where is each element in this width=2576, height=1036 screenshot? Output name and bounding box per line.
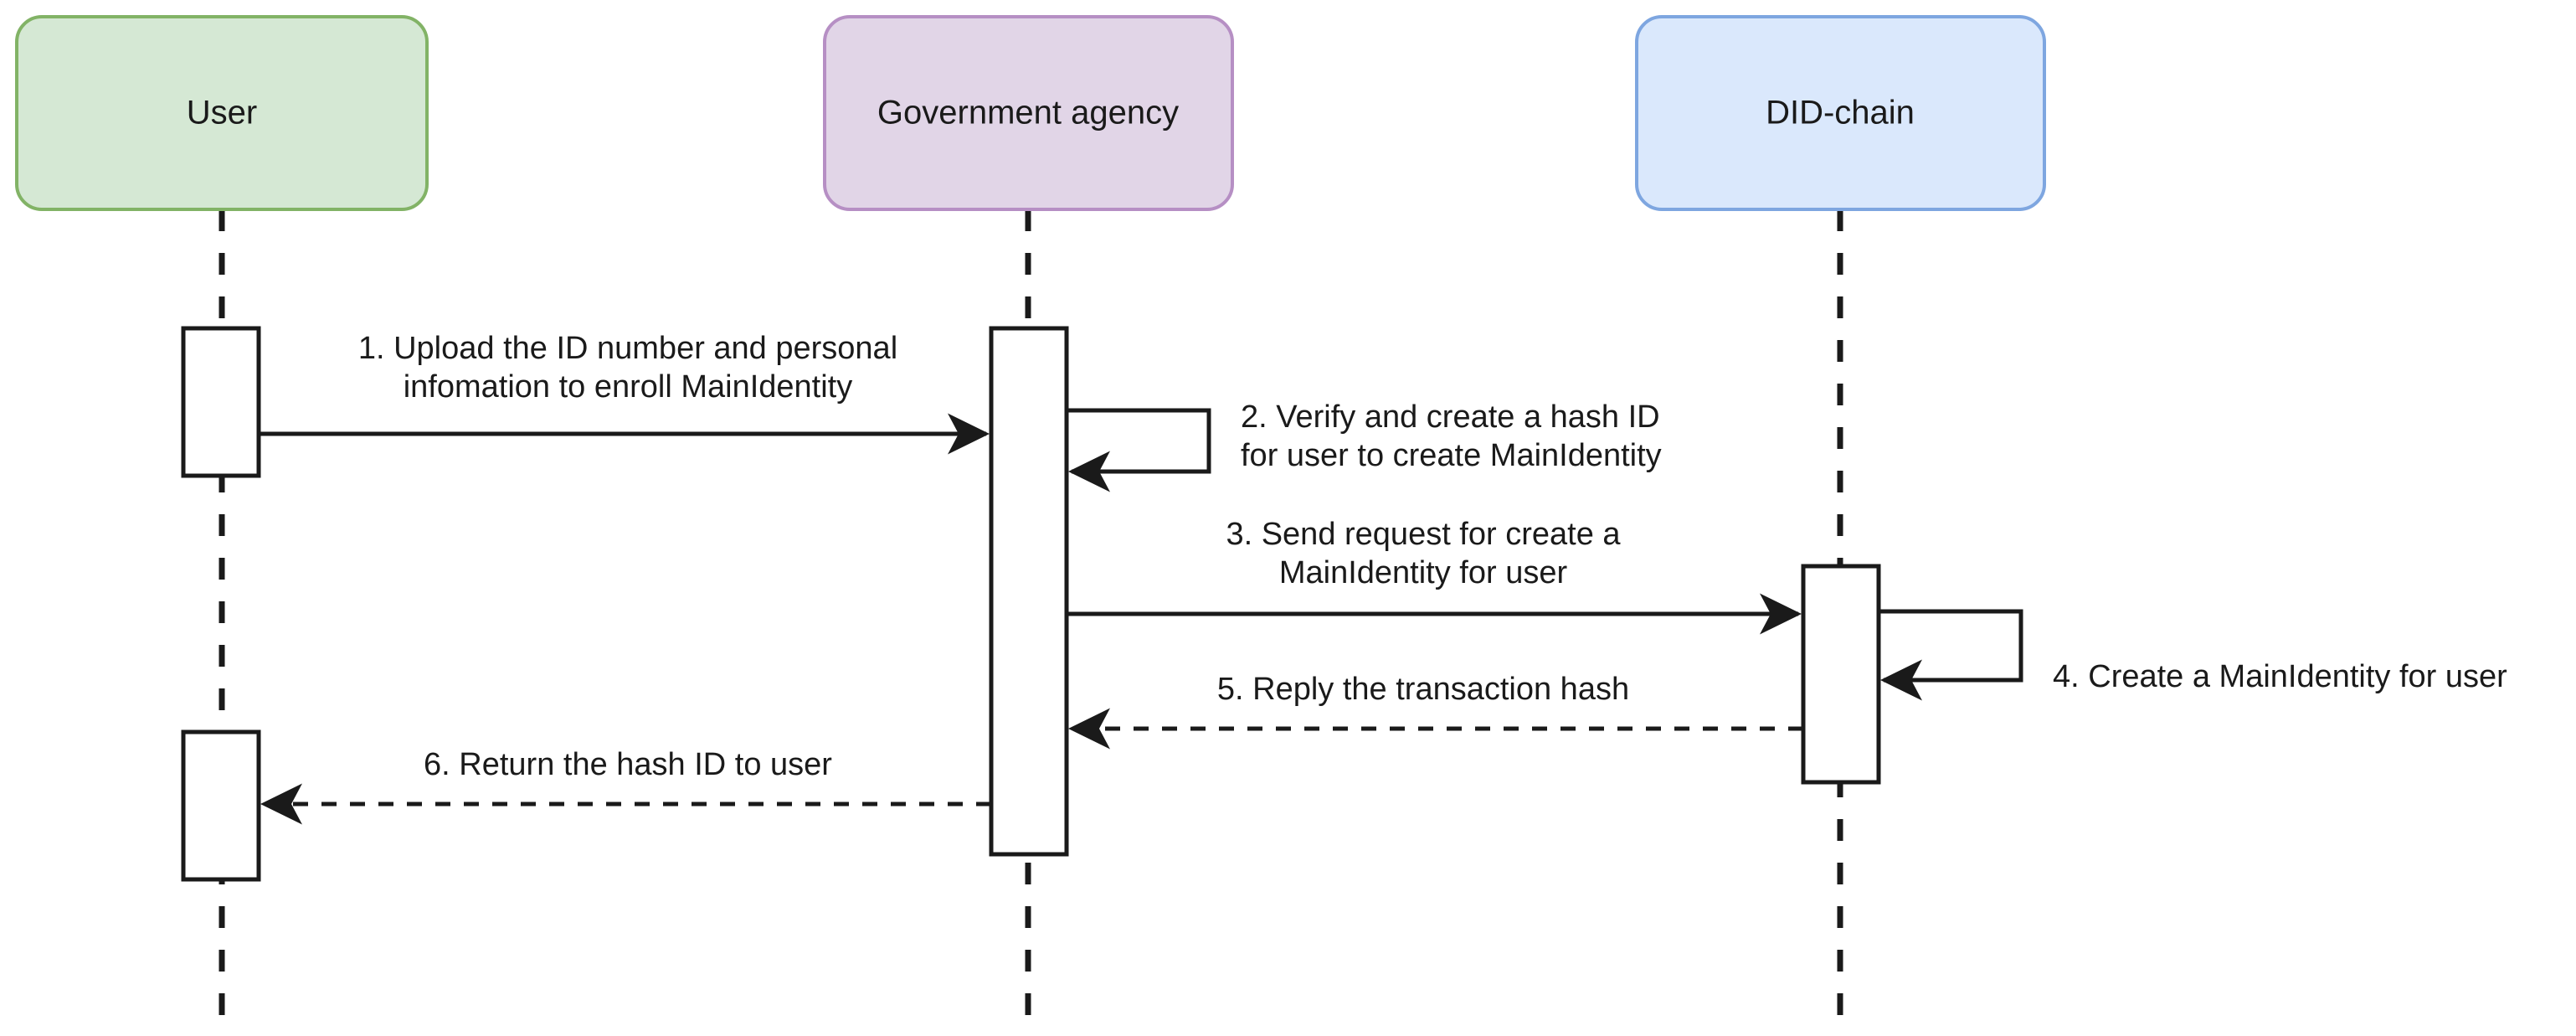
message-msg-return-hash-id[interactable]: 6. Return the hash ID to user [260,747,991,825]
message-label-msg-create-mainidentity-line-1: 4. Create a MainIdentity for user [2053,659,2507,694]
activation-bar-chain-activation[interactable] [1801,564,1881,785]
activation-bars-layer [181,326,1881,882]
message-label-msg-verify-create-hash-line-1: 2. Verify and create a hash ID [1241,399,1660,435]
message-label-msg-send-create-request-line-1: 3. Send request for create a [1226,517,1621,552]
message-msg-reply-transaction-hash[interactable]: 5. Reply the transaction hash [1067,672,1803,750]
message-msg-send-create-request[interactable]: 3. Send request for create aMainIdentity… [1067,517,1802,635]
participant-header-government-agency[interactable]: Government agency [823,15,1234,211]
message-msg-upload-id[interactable]: 1. Upload the ID number and personalinfo… [259,331,990,455]
participant-headers-layer: User Government agency DID-chain [15,15,2046,211]
message-label-msg-upload-id-line-2: infomation to enroll MainIdentity [404,369,853,405]
message-label-msg-reply-transaction-hash-line-1: 5. Reply the transaction hash [1217,672,1629,707]
activation-bar-user-activation-2[interactable] [181,729,261,882]
participant-label-did-chain: DID-chain [1766,95,1915,131]
participant-box-government-agency[interactable] [823,15,1234,211]
activation-bar-agency-activation[interactable] [989,326,1069,857]
activation-bar-user-activation-1[interactable] [181,326,261,478]
participant-label-user: User [187,95,257,131]
message-label-msg-verify-create-hash-line-2: for user to create MainIdentity [1241,438,1662,473]
participant-box-did-chain[interactable] [1635,15,2046,211]
message-label-msg-send-create-request-line-2: MainIdentity for user [1279,555,1568,590]
participant-header-did-chain[interactable]: DID-chain [1635,15,2046,211]
message-arrow-msg-verify-create-hash [1067,408,1211,492]
participant-label-government-agency: Government agency [877,95,1179,131]
message-msg-create-mainidentity[interactable]: 4. Create a MainIdentity for user [1879,609,2507,701]
message-label-msg-return-hash-id-line-1: 6. Return the hash ID to user [424,747,832,782]
messages-layer: 1. Upload the ID number and personalinfo… [259,331,2507,825]
message-label-msg-upload-id-line-1: 1. Upload the ID number and personal [358,331,897,366]
message-arrow-msg-create-mainidentity [1879,609,2023,701]
participant-header-user[interactable]: User [15,15,429,211]
participant-box-user[interactable] [15,15,429,211]
